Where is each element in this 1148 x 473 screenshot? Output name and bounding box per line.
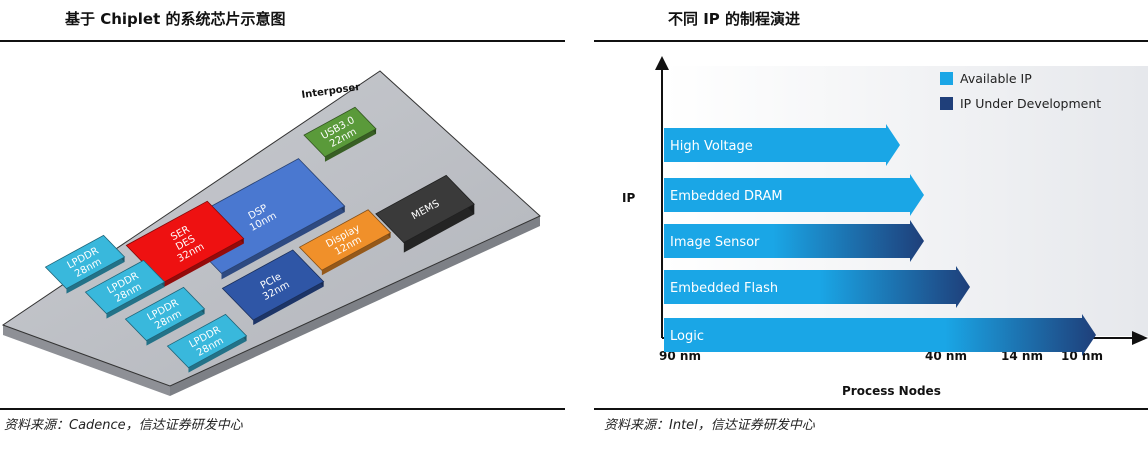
left-title-rule xyxy=(0,40,565,42)
process-node-tick: 40 nm xyxy=(925,349,967,363)
legend-entry: IP Under Development xyxy=(960,96,1101,111)
chip-mems: MEMS xyxy=(375,174,475,253)
chip-top xyxy=(84,259,166,315)
chip-side xyxy=(162,238,244,288)
chip-side xyxy=(146,308,205,346)
ip-bar: Embedded Flash xyxy=(664,266,970,308)
legend-swatch xyxy=(940,72,953,85)
legend-swatch xyxy=(940,97,953,110)
ip-bar-arrow xyxy=(945,314,1096,356)
chip-lpddr3: LPDDR28nm xyxy=(124,286,206,346)
y-axis-label: IP xyxy=(622,191,635,205)
chip-serdes: SERDES32nm xyxy=(125,200,245,288)
ip-bar-label: Embedded DRAM xyxy=(670,189,783,204)
y-axis-arrow xyxy=(655,56,669,70)
right-source-rule xyxy=(594,408,1148,410)
ip-bar-arrow xyxy=(819,266,970,308)
interposer-side xyxy=(3,325,170,396)
chip-usb: USB3.022nm xyxy=(303,106,377,162)
chip-side xyxy=(188,335,247,373)
ip-bar: High Voltage xyxy=(664,124,900,166)
ip-bar-solid xyxy=(664,318,946,352)
chip-pcie: PCIe32nm xyxy=(221,249,325,326)
ip-bar: Logic xyxy=(664,314,1096,356)
chip-side xyxy=(253,281,324,326)
chip-side xyxy=(324,128,377,162)
process-node-tick: 90 nm xyxy=(659,349,701,363)
ip-bar-label: High Voltage xyxy=(670,139,753,154)
chip-side xyxy=(321,232,391,276)
chip-lpddr2: LPDDR28nm xyxy=(84,259,166,319)
chip-top xyxy=(44,234,126,290)
ip-bar-arrow xyxy=(773,220,924,262)
chip-top xyxy=(303,106,377,158)
chip-side xyxy=(403,204,475,253)
process-node-tick: 14 nm xyxy=(1001,349,1043,363)
chip-top xyxy=(221,249,325,321)
chip-side xyxy=(221,206,345,280)
chip-top xyxy=(375,174,475,244)
ip-bar-label: Image Sensor xyxy=(670,235,760,250)
left-panel-title: 基于 Chiplet 的系统芯片示意图 xyxy=(65,10,286,28)
interposer-side-right xyxy=(170,216,540,396)
chip-side xyxy=(106,281,165,319)
ip-bar-arrow xyxy=(664,174,924,216)
x-axis-label: Process Nodes xyxy=(842,384,941,398)
x-axis-arrow xyxy=(1132,331,1148,345)
chip-lpddr4: LPDDR28nm xyxy=(166,313,248,373)
ip-bar-solid xyxy=(664,224,774,258)
chip-top xyxy=(166,313,248,369)
right-panel-title: 不同 IP 的制程演进 xyxy=(668,10,801,28)
chip-top xyxy=(124,286,206,342)
legend-entry: Available IP xyxy=(960,71,1032,86)
chip-display: Display12nm xyxy=(298,209,392,276)
ip-bar-arrow xyxy=(664,124,900,166)
chip-lpddr1: LPDDR28nm xyxy=(44,234,126,294)
right-source: 资料来源：Intel，信达证券研发中心 xyxy=(604,418,815,433)
ip-bar: Image Sensor xyxy=(664,220,924,262)
chip-side xyxy=(66,256,125,294)
ip-bar: Embedded DRAM xyxy=(664,174,924,216)
left-source: 资料来源：Cadence，信达证券研发中心 xyxy=(4,418,243,433)
ip-bar-label: Embedded Flash xyxy=(670,281,778,296)
ip-bar-solid xyxy=(664,270,820,304)
right-title-rule xyxy=(594,40,1148,42)
ip-bar-label: Logic xyxy=(670,329,704,344)
chip-top xyxy=(298,209,392,271)
left-source-rule xyxy=(0,408,565,410)
